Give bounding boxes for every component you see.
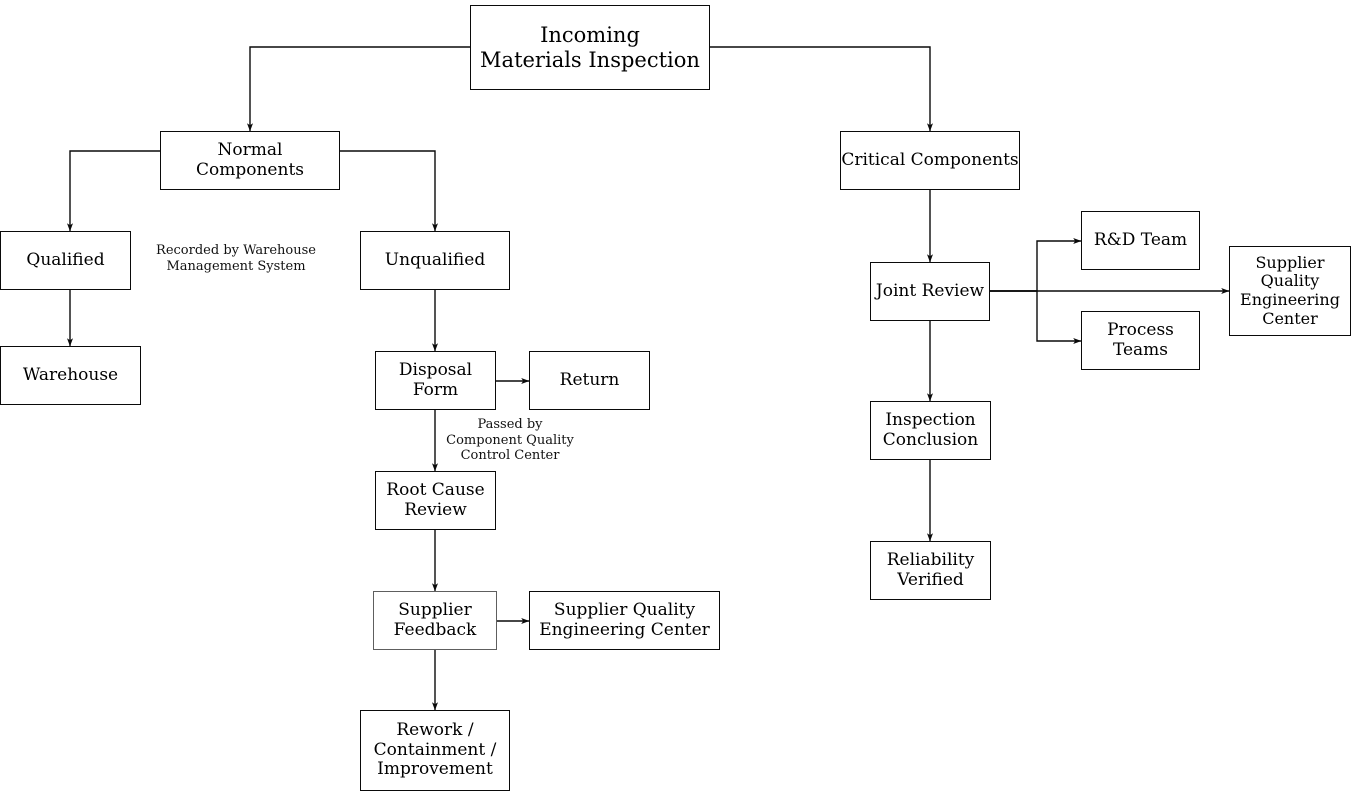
edge-normal-to-unqualified bbox=[340, 150, 438, 232]
node-rework[interactable]: Rework / Containment / Improvement bbox=[360, 710, 510, 791]
edge-label-disposal-note: Passed by Component Quality Control Cent… bbox=[446, 417, 574, 464]
node-rootcause[interactable]: Root Cause Review bbox=[375, 471, 496, 530]
edge-normal-to-qualified bbox=[66, 150, 160, 232]
node-jointreview[interactable]: Joint Review bbox=[870, 262, 990, 321]
node-incoming[interactable]: Incoming Materials Inspection bbox=[470, 5, 710, 90]
edge-incoming-to-normal bbox=[246, 46, 470, 132]
node-return[interactable]: Return bbox=[529, 351, 650, 410]
node-critical[interactable]: Critical Components bbox=[840, 131, 1020, 190]
edge-jointreview-to-rnd bbox=[990, 238, 1082, 292]
node-reliability[interactable]: Reliability Verified bbox=[870, 541, 991, 600]
node-rnd[interactable]: R&D Team bbox=[1081, 211, 1200, 270]
node-sqec_left[interactable]: Supplier Quality Engineering Center bbox=[529, 591, 720, 650]
node-warehouse[interactable]: Warehouse bbox=[0, 346, 141, 405]
node-disposal[interactable]: Disposal Form bbox=[375, 351, 496, 410]
node-supplierfb[interactable]: Supplier Feedback bbox=[373, 591, 497, 650]
node-sqec_right[interactable]: Supplier Quality Engineering Center bbox=[1229, 246, 1351, 336]
edge-jointreview-to-process bbox=[990, 290, 1082, 345]
edge-incoming-to-critical bbox=[710, 46, 933, 132]
node-qualified[interactable]: Qualified bbox=[0, 231, 131, 290]
node-unqualified[interactable]: Unqualified bbox=[360, 231, 510, 290]
node-inspconclusion[interactable]: Inspection Conclusion bbox=[870, 401, 991, 460]
node-process[interactable]: Process Teams bbox=[1081, 311, 1200, 370]
edge-label-warehouse-note: Recorded by Warehouse Management System bbox=[156, 243, 316, 274]
node-normal[interactable]: Normal Components bbox=[160, 131, 340, 190]
